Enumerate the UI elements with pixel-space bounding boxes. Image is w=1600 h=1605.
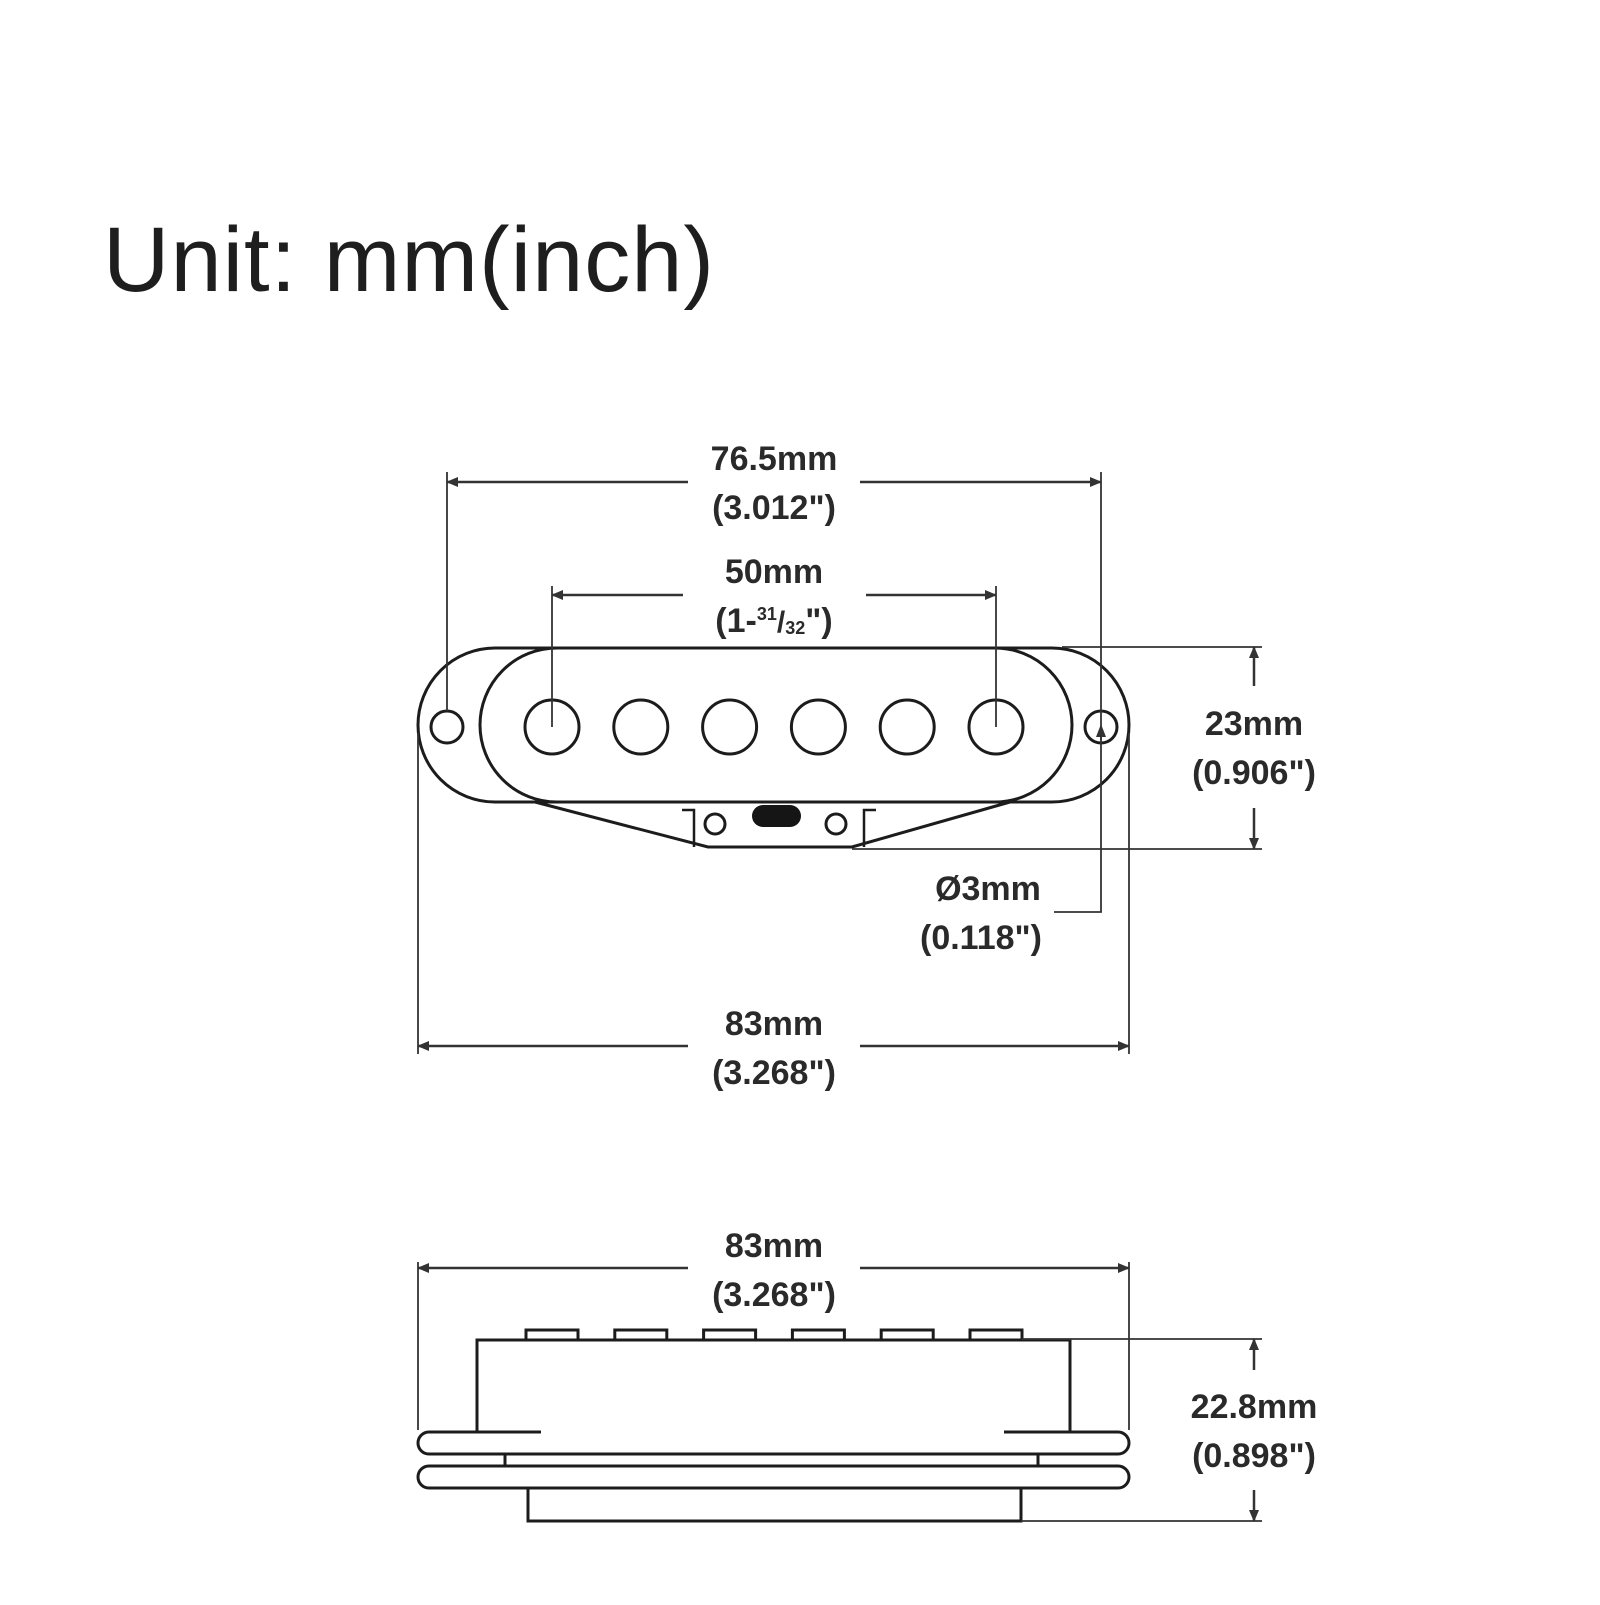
side-dim-83-inch: (3.268") xyxy=(712,1276,836,1314)
hole-leader-line xyxy=(1054,727,1102,913)
pole-piece xyxy=(701,698,759,756)
pickup-cover-outline xyxy=(478,646,1074,804)
dim-23-inch: (0.906") xyxy=(1192,754,1316,792)
tab-hole-right xyxy=(824,812,848,836)
dim-23-mm: 23mm xyxy=(1205,705,1303,743)
dim-765-inch: (3.012") xyxy=(712,489,836,527)
tab-notch-left xyxy=(682,808,696,847)
unit-title: Unit: mm(inch) xyxy=(103,209,716,311)
side-flange-lower xyxy=(416,1464,1131,1490)
tab-notch-right xyxy=(862,808,876,847)
pole-piece xyxy=(878,698,936,756)
side-base xyxy=(526,1486,1023,1523)
side-spacer xyxy=(503,1452,1040,1468)
dim-50-inch: (1-31/32") xyxy=(715,602,832,640)
wire-exit-slot xyxy=(752,805,801,827)
dim-83-inch: (3.268") xyxy=(712,1054,836,1092)
hole-leader-arrow xyxy=(1096,724,1106,737)
side-dim-228-mm: 22.8mm xyxy=(1191,1388,1318,1426)
side-flange-upper xyxy=(416,1430,1131,1456)
tab-hole-left xyxy=(703,812,727,836)
dim-83-mm: 83mm xyxy=(725,1005,823,1043)
pole-piece xyxy=(789,698,847,756)
mounting-hole-left xyxy=(429,709,465,745)
side-view: 83mm (3.268") 22.8mm (0.898") xyxy=(416,1227,1318,1523)
side-dim-228-inch: (0.898") xyxy=(1192,1437,1316,1475)
top-view: 76.5mm (3.012") 50mm (1-31/32") 23mm (0.… xyxy=(416,440,1316,1092)
pole-piece xyxy=(612,698,670,756)
dim-765-mm: 76.5mm xyxy=(711,440,838,478)
dim-50-mm: 50mm xyxy=(725,553,823,591)
side-cover-body xyxy=(475,1338,1072,1442)
dim-hole-mm: Ø3mm xyxy=(935,870,1041,908)
dim-hole-inch: (0.118") xyxy=(920,919,1042,957)
side-dim-83-mm: 83mm xyxy=(725,1227,823,1265)
